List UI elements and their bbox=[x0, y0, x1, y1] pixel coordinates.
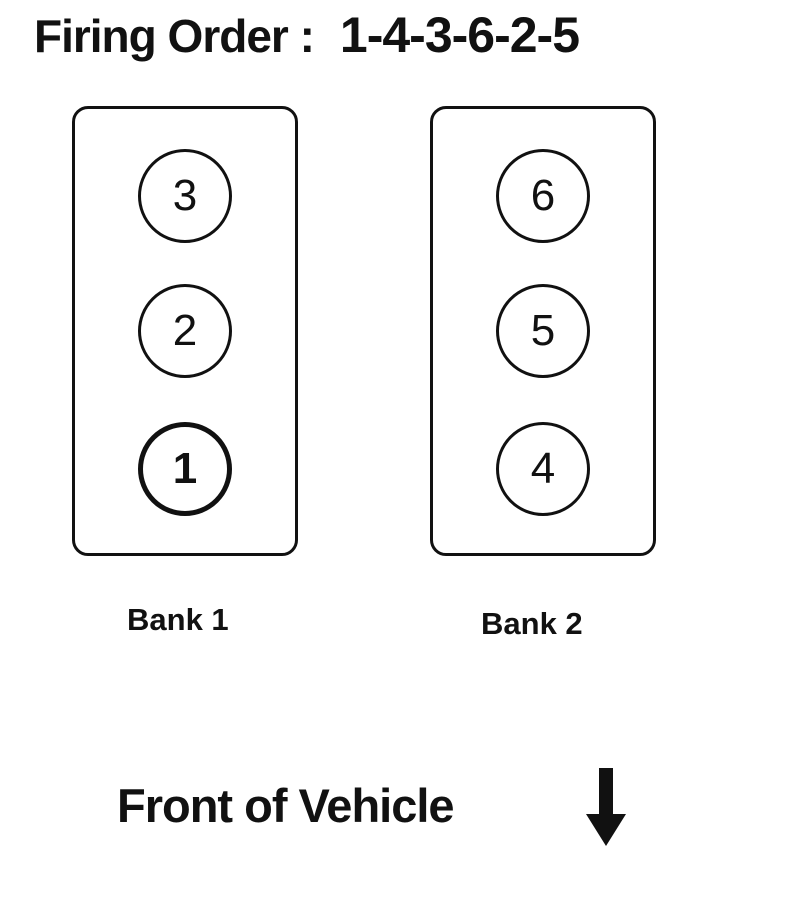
front-of-vehicle-label: Front of Vehicle bbox=[117, 779, 455, 832]
cylinder-6: 6 bbox=[496, 149, 590, 243]
bank-2-label: Bank 2 bbox=[481, 606, 583, 641]
bank-1-outline: 3 2 1 bbox=[72, 106, 298, 556]
cylinder-2: 2 bbox=[138, 284, 232, 378]
firing-order-title: Firing Order : 1-4-3-6-2-5 bbox=[34, 6, 580, 64]
arrow-down-icon bbox=[584, 768, 628, 853]
bank-2-outline: 6 5 4 bbox=[430, 106, 656, 556]
cylinder-3: 3 bbox=[138, 149, 232, 243]
firing-order-value: 1-4-3-6-2-5 bbox=[339, 7, 580, 63]
cylinder-5: 5 bbox=[496, 284, 590, 378]
firing-order-label: Firing Order : bbox=[34, 10, 315, 62]
bank-1-label: Bank 1 bbox=[127, 602, 229, 637]
cylinder-4: 4 bbox=[496, 422, 590, 516]
cylinder-1: 1 bbox=[138, 422, 232, 516]
